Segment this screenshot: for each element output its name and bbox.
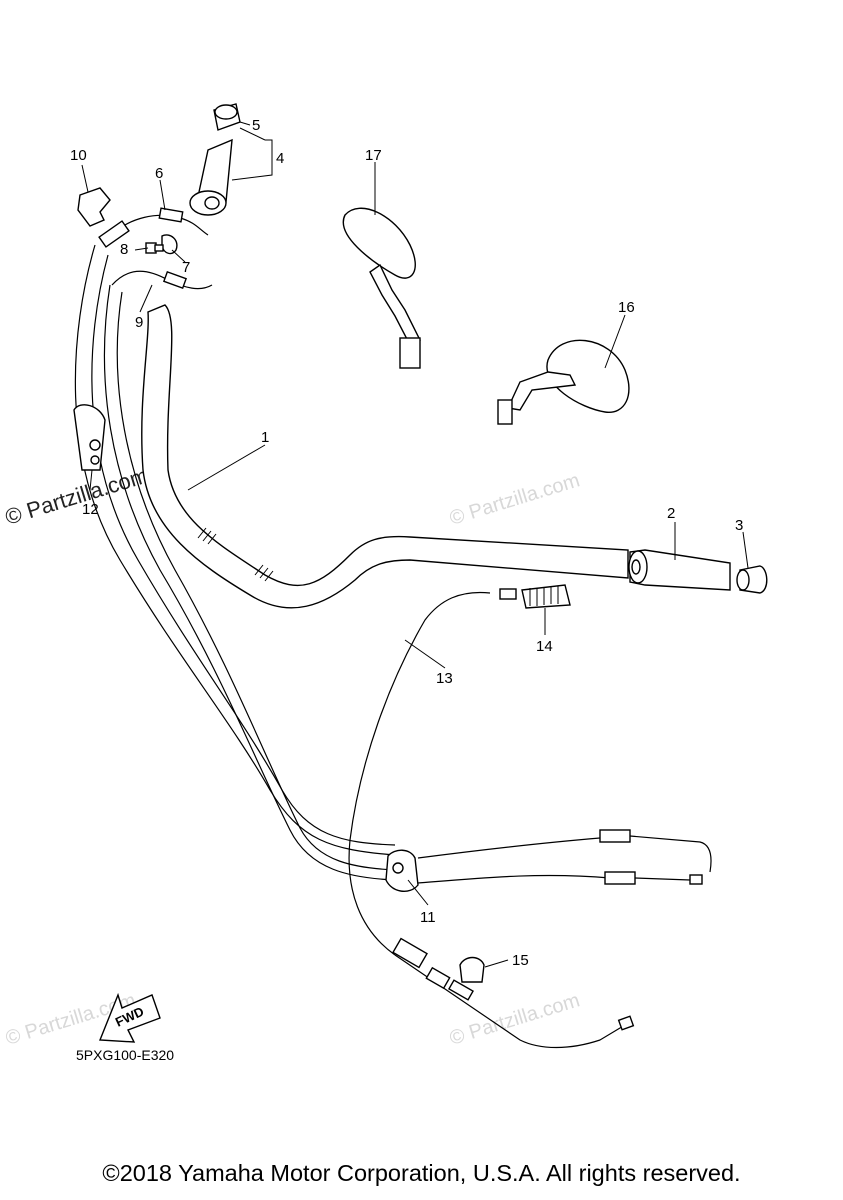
drawing-code: 5PXG100-E320: [76, 1047, 174, 1063]
label-part-7: 7: [182, 259, 190, 276]
cable-holder-left: [73, 404, 106, 471]
control-cables: [74, 244, 611, 884]
clutch-cable-ends: [599, 829, 712, 885]
handlebar: [141, 304, 629, 609]
watermark-center: © Partzilla.com: [447, 469, 582, 529]
label-part-12: 12: [82, 501, 99, 518]
fwd-arrow: FWD: [98, 992, 161, 1043]
label-part-4: 4: [276, 150, 284, 167]
leader-lines: [81, 121, 749, 968]
label-part-13: 13: [436, 670, 453, 687]
throttle-grip: [189, 138, 233, 216]
screw: [145, 242, 164, 254]
label-part-17: 17: [365, 147, 382, 164]
label-part-8: 8: [120, 241, 128, 258]
cable-guide-hose: [111, 270, 213, 290]
bar-end: [736, 565, 768, 594]
watermark-left: © Partzilla.com: [2, 463, 151, 530]
adjuster-boot: [499, 584, 571, 609]
copyright-notice: ©2018 Yamaha Motor Corporation, U.S.A. A…: [102, 1160, 741, 1186]
label-part-1: 1: [261, 429, 269, 446]
cable-clip: [459, 956, 485, 983]
cable-clamp: [385, 849, 419, 892]
label-part-3: 3: [735, 517, 743, 534]
label-part-2: 2: [667, 505, 675, 522]
label-part-11: 11: [420, 909, 436, 926]
label-part-10: 10: [70, 147, 87, 164]
throttle-cable-long: [348, 591, 635, 1049]
label-part-5: 5: [252, 117, 260, 134]
label-part-6: 6: [155, 165, 163, 182]
throttle-cable: [98, 207, 209, 248]
mirror-right: [497, 339, 630, 425]
label-part-14: 14: [536, 638, 553, 655]
label-part-15: 15: [512, 952, 529, 969]
grip: [628, 549, 731, 591]
label-part-16: 16: [618, 299, 635, 316]
grip-collar: [213, 103, 241, 131]
clamp-washer: [161, 234, 178, 255]
label-part-9: 9: [135, 314, 143, 331]
cable-holder-top: [77, 187, 111, 227]
mirror-left: [342, 207, 421, 369]
